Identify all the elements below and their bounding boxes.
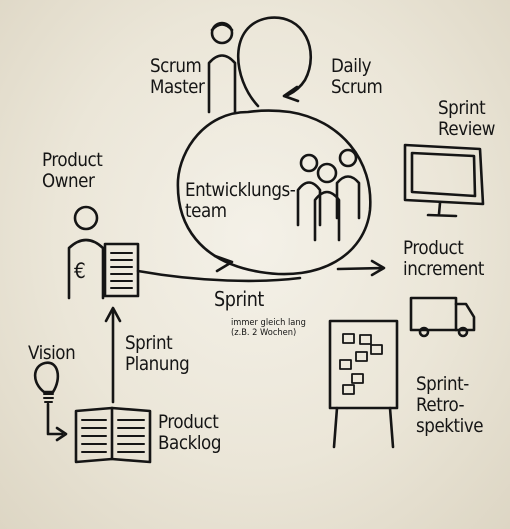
sprint-retrospective-label: Sprint- Retro- spektive	[416, 373, 484, 437]
vision-label: Vision	[28, 342, 76, 364]
product-owner-label: Product Owner	[42, 149, 103, 192]
sprint-planning-label: Sprint Planung	[125, 332, 190, 375]
product-backlog-label: Product Backlog	[158, 411, 222, 454]
product-backlog-book-icon	[74, 406, 152, 464]
sprint-cycle-icon	[176, 109, 372, 276]
dev-team-label: Entwicklungs- team	[185, 179, 296, 222]
scrum-master-person-icon	[207, 21, 237, 114]
lightbulb-icon	[33, 361, 68, 442]
sprint-duration-note: immer gleich lang (z.B. 2 Wochen)	[231, 318, 306, 338]
truck-icon	[409, 296, 476, 338]
product-increment-label: Product increment	[403, 237, 485, 280]
daily-scrum-loop-icon	[236, 16, 313, 108]
daily-scrum-label: Daily Scrum	[331, 55, 383, 98]
euro-sign: €	[74, 259, 86, 283]
product-owner-person-icon	[67, 205, 105, 300]
scrum-master-label: Scrum Master	[150, 55, 205, 98]
increment-arrow-icon	[336, 266, 385, 271]
daily-scrum-arrowhead-icon	[282, 85, 300, 103]
dev-team-people-icon	[296, 148, 361, 242]
monitor-icon	[403, 143, 485, 218]
product-owner-document-icon	[103, 242, 140, 298]
task-board-icon	[328, 319, 399, 449]
sprint-cycle-arrowhead-icon	[213, 254, 234, 273]
sprint-timeline-icon	[136, 269, 302, 283]
sprint-review-label: Sprint Review	[438, 97, 496, 140]
sprint-label: Sprint	[214, 287, 264, 311]
